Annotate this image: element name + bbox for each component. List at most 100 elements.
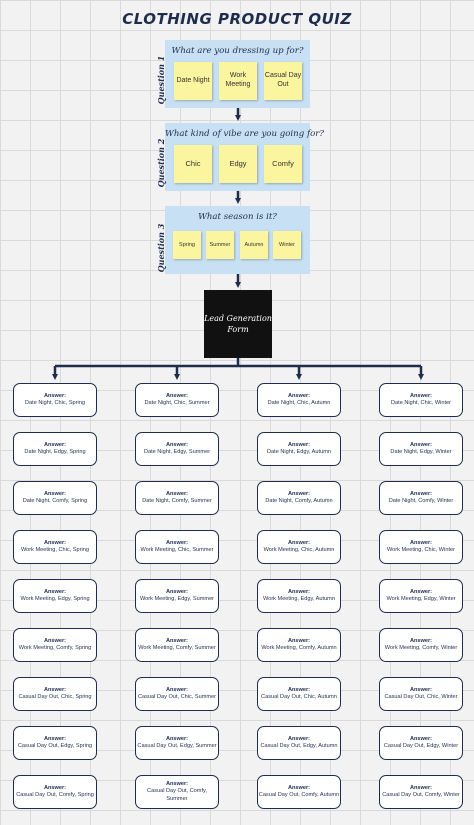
answer-text: Date Night, Comfy, Summer	[142, 498, 212, 504]
answer-heading: Answer:	[43, 686, 67, 693]
question-2-text: What kind of vibe are you going for?	[165, 129, 325, 139]
answer-card: Answer:Date Night, Edgy, Autumn	[257, 432, 341, 466]
answer-card: Answer:Work Meeting, Edgy, Autumn	[257, 579, 341, 613]
answer-text: Date Night, Chic, Autumn	[267, 400, 331, 406]
answer-text: Work Meeting, Comfy, Autumn	[261, 645, 337, 651]
answer-text: Work Meeting, Chic, Summer	[140, 547, 214, 553]
answer-text: Date Night, Edgy, Summer	[143, 449, 211, 455]
answer-card: Answer:Casual Day Out, Chic, Spring	[13, 677, 97, 711]
answer-card: Answer:Work Meeting, Chic, Winter	[379, 530, 463, 564]
answer-text: Work Meeting, Edgy, Winter	[386, 596, 456, 602]
answer-text: Date Night, Chic, Spring	[24, 400, 85, 406]
answer-text: Date Night, Comfy, Spring	[22, 498, 88, 504]
answer-text: Work Meeting, Edgy, Autumn	[263, 596, 335, 602]
answer-card: Answer:Date Night, Chic, Autumn	[257, 383, 341, 417]
answer-card: Answer:Date Night, Comfy, Autumn	[257, 481, 341, 515]
answer-card: Answer:Work Meeting, Edgy, Spring	[13, 579, 97, 613]
answer-text: Work Meeting, Edgy, Summer	[139, 596, 215, 602]
answer-heading: Answer:	[287, 637, 311, 644]
answer-heading: Answer:	[409, 686, 433, 693]
answer-text: Work Meeting, Comfy, Summer	[138, 645, 216, 651]
answer-heading: Answer:	[287, 784, 311, 791]
answer-text: Work Meeting, Comfy, Winter	[384, 645, 458, 651]
question-3-text: What season is it?	[198, 212, 277, 222]
answer-text: Date Night, Comfy, Winter	[388, 498, 454, 504]
option-winter: Winter	[273, 231, 301, 259]
answer-text: Date Night, Edgy, Spring	[24, 449, 86, 455]
question-2-panel: What kind of vibe are you going for? Chi…	[165, 123, 325, 191]
answer-card: Answer:Date Night, Comfy, Spring	[13, 481, 97, 515]
answer-card: Answer:Work Meeting, Edgy, Winter	[379, 579, 463, 613]
answer-heading: Answer:	[165, 637, 189, 644]
answer-heading: Answer:	[409, 637, 433, 644]
answer-text: Casual Day Out, Edgy, Autumn	[260, 743, 338, 749]
answer-heading: Answer:	[43, 539, 67, 546]
question-3-panel: What season is it? Spring Summer Autumn …	[165, 206, 310, 274]
question-1-text: What are you dressing up for?	[171, 46, 304, 56]
answer-heading: Answer:	[287, 539, 311, 546]
option-date-night: Date Night	[174, 62, 212, 100]
answer-text: Casual Day Out, Edgy, Summer	[137, 743, 217, 749]
answer-card: Answer:Casual Day Out, Edgy, Spring	[13, 726, 97, 760]
answer-text: Casual Day Out, Chic, Autumn	[261, 694, 337, 700]
answer-card: Answer:Work Meeting, Chic, Spring	[13, 530, 97, 564]
answer-heading: Answer:	[409, 784, 433, 791]
answer-card: Answer:Work Meeting, Comfy, Summer	[135, 628, 219, 662]
answer-card: Answer:Work Meeting, Chic, Autumn	[257, 530, 341, 564]
question-1-panel: What are you dressing up for? Date Night…	[165, 40, 310, 108]
answer-card: Answer:Casual Day Out, Chic, Winter	[379, 677, 463, 711]
option-summer: Summer	[206, 231, 234, 259]
answer-text: Casual Day Out, Chic, Winter	[384, 694, 458, 700]
answer-card: Answer:Date Night, Edgy, Summer	[135, 432, 219, 466]
answer-card: Answer:Work Meeting, Comfy, Autumn	[257, 628, 341, 662]
answer-card: Answer:Casual Day Out, Comfy, Autumn	[257, 775, 341, 809]
answer-text: Work Meeting, Edgy, Spring	[20, 596, 90, 602]
answer-card: Answer:Casual Day Out, Edgy, Autumn	[257, 726, 341, 760]
option-comfy: Comfy	[264, 145, 302, 183]
answer-text: Work Meeting, Comfy, Spring	[18, 645, 92, 651]
answer-heading: Answer:	[43, 392, 67, 399]
option-chic: Chic	[174, 145, 212, 183]
answer-heading: Answer:	[409, 735, 433, 742]
answer-heading: Answer:	[43, 637, 67, 644]
answer-card: Answer:Date Night, Comfy, Summer	[135, 481, 219, 515]
answer-heading: Answer:	[165, 392, 189, 399]
answer-text: Casual Day Out, Edgy, Winter	[383, 743, 459, 749]
answer-card: Answer:Casual Day Out, Comfy, Winter	[379, 775, 463, 809]
answer-card: Answer:Casual Day Out, Chic, Summer	[135, 677, 219, 711]
answer-heading: Answer:	[287, 392, 311, 399]
answer-card: Answer:Work Meeting, Chic, Summer	[135, 530, 219, 564]
option-work-meeting: Work Meeting	[219, 62, 257, 100]
answer-text: Date Night, Comfy, Autumn	[265, 498, 333, 504]
answer-card: Answer:Casual Day Out, Comfy, Summer	[135, 775, 219, 809]
answer-heading: Answer:	[409, 588, 433, 595]
answer-heading: Answer:	[43, 441, 67, 448]
answer-card: Answer:Date Night, Edgy, Winter	[379, 432, 463, 466]
answer-text: Date Night, Chic, Summer	[144, 400, 210, 406]
answer-card: Answer:Date Night, Chic, Summer	[135, 383, 219, 417]
answer-text: Casual Day Out, Chic, Spring	[18, 694, 92, 700]
answer-heading: Answer:	[165, 588, 189, 595]
option-spring: Spring	[173, 231, 201, 259]
answer-heading: Answer:	[287, 686, 311, 693]
answer-heading: Answer:	[409, 539, 433, 546]
lead-line-1: Lead Generation	[204, 313, 272, 323]
answer-heading: Answer:	[165, 490, 189, 497]
answer-text: Date Night, Edgy, Autumn	[267, 449, 331, 455]
answer-text: Date Night, Chic, Winter	[391, 400, 451, 406]
answer-heading: Answer:	[43, 735, 67, 742]
answer-heading: Answer:	[43, 784, 67, 791]
answer-heading: Answer:	[43, 490, 67, 497]
answer-card: Answer:Date Night, Chic, Spring	[13, 383, 97, 417]
answer-card: Answer:Work Meeting, Comfy, Spring	[13, 628, 97, 662]
answer-heading: Answer:	[287, 490, 311, 497]
answer-card: Answer:Date Night, Edgy, Spring	[13, 432, 97, 466]
answer-card: Answer:Casual Day Out, Comfy, Spring	[13, 775, 97, 809]
answer-heading: Answer:	[165, 441, 189, 448]
answer-text: Work Meeting, Chic, Winter	[387, 547, 455, 553]
answer-text: Work Meeting, Chic, Autumn	[263, 547, 335, 553]
answer-heading: Answer:	[287, 441, 311, 448]
answer-heading: Answer:	[165, 735, 189, 742]
